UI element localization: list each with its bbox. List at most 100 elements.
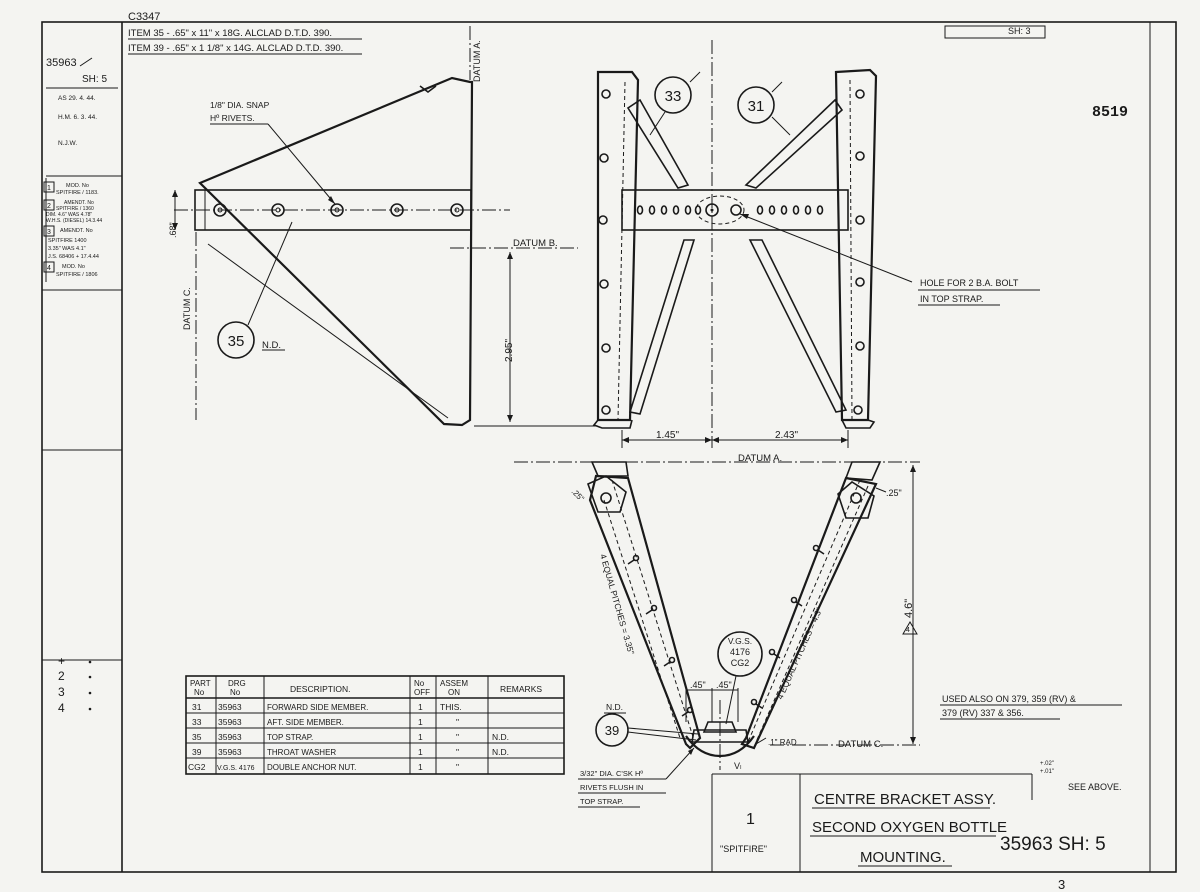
svg-text:N.D.: N.D.	[492, 732, 509, 742]
dim-1rad-label: .1" RAD	[768, 738, 797, 747]
hdr-assem-2: ON	[448, 688, 460, 697]
item-35-spec: ITEM 35 - .65" x 11" x 18G. ALCLAD D.T.D…	[128, 28, 332, 39]
svg-text:SPITFIRE / 1360: SPITFIRE / 1360	[56, 206, 94, 212]
corner-ref: C3347	[128, 11, 160, 23]
svg-text:DOUBLE ANCHOR NUT.: DOUBLE ANCHOR NUT.	[267, 763, 356, 772]
dim-46-label: 4.6"	[903, 599, 915, 618]
title-block: 1 "SPITFIRE" CENTRE BRACKET ASSY. SECOND…	[711, 773, 1106, 872]
amend-triangle	[902, 621, 918, 635]
signature-3: N.J.W.	[58, 140, 77, 147]
svg-text:39: 39	[605, 723, 619, 738]
amendment-3: 3 AMENDT. No SPITFIRE 1400 3.35" WAS 4.1…	[43, 225, 99, 260]
svg-text:4: 4	[906, 627, 910, 634]
table-row: 35 35963 TOP STRAP. 1 " N.D.	[192, 732, 509, 742]
svg-text:THIS.: THIS.	[440, 702, 462, 712]
svg-text:": "	[456, 762, 459, 772]
table-row: 39 35963 THROAT WASHER 1 " N.D.	[192, 747, 509, 757]
drawing-ref-number: 8519	[1092, 104, 1128, 121]
svg-text:1: 1	[418, 762, 423, 772]
datum-b-label: DATUM B.	[513, 238, 558, 249]
svg-text:1: 1	[418, 732, 423, 742]
balloon-31	[737, 86, 775, 124]
title-line-3: MOUNTING.	[860, 849, 946, 866]
hole-note-1: HOLE FOR 2 B.A. BOLT	[920, 278, 1019, 288]
title-line-2: SECOND OXYGEN BOTTLE	[812, 819, 1007, 836]
svg-text:3.35" WAS 4.1": 3.35" WAS 4.1"	[48, 246, 86, 252]
right-arm-tab	[844, 461, 882, 481]
svg-text:CG2: CG2	[188, 762, 206, 772]
svg-text:35963: 35963	[218, 702, 242, 712]
hdr-description: DESCRIPTION.	[290, 684, 350, 694]
svg-text:AMENDT. No: AMENDT. No	[64, 200, 94, 206]
margin-mark-4: 4	[58, 701, 65, 715]
svg-text:FORWARD SIDE MEMBER.: FORWARD SIDE MEMBER.	[267, 703, 368, 712]
strap-rivets	[636, 205, 824, 215]
margin-drawing-number: 35963	[46, 57, 77, 69]
svg-text:2: 2	[47, 203, 51, 210]
margin-mark-1: +	[58, 654, 65, 668]
datum-c-label: DATUM C.	[182, 287, 192, 330]
svg-text:SPITFIRE 1400: SPITFIRE 1400	[48, 238, 87, 244]
small-dim-2: +.01"	[1040, 769, 1054, 775]
svg-text:33: 33	[192, 717, 202, 727]
balloon-35	[217, 321, 255, 359]
item-39-spec: ITEM 39 - .65" x 1 1/8" x 14G. ALCLAD D.…	[128, 43, 343, 54]
rivet-note-2: RIVETS FLUSH IN	[580, 783, 643, 792]
svg-text:1: 1	[418, 747, 423, 757]
svg-text:33: 33	[665, 88, 682, 105]
vl-mark: Vₗ	[734, 761, 742, 771]
aft-lower-brace	[628, 239, 696, 415]
table-row: 31 35963 FORWARD SIDE MEMBER. 1 THIS.	[192, 702, 462, 712]
title-aircraft: "SPITFIRE"	[720, 844, 767, 854]
svg-text:35963: 35963	[218, 732, 242, 742]
bolt-hole	[705, 203, 719, 217]
right-side-member	[834, 68, 878, 422]
margin-mark-2: 2	[58, 669, 65, 683]
svg-text:MOD. No: MOD. No	[62, 264, 85, 270]
amendment-1: 1 MOD. No SPITFIRE / 1183.	[43, 181, 99, 196]
aft-side-member	[626, 98, 690, 189]
svg-text:MOD. No: MOD. No	[66, 183, 89, 189]
margin-mark-3: 3	[58, 685, 65, 699]
hdr-assem-1: ASSEM	[440, 679, 468, 688]
svg-text:": "	[456, 717, 459, 727]
revision-margin: 35963 SH: 5 AS 29. 4. 44. H.M. 6. 3. 44.…	[43, 57, 122, 715]
left-arm	[588, 474, 702, 750]
margin-sheet-label: SH: 5	[82, 74, 107, 85]
dim-145-label: 1.45"	[656, 430, 679, 441]
svg-text:35963: 35963	[218, 747, 242, 757]
top-strap-section	[621, 189, 849, 231]
hdr-remarks: REMARKS	[500, 684, 542, 694]
svg-text:SPITFIRE / 1806: SPITFIRE / 1806	[56, 272, 98, 278]
svg-text:": "	[456, 732, 459, 742]
svg-text:3: 3	[47, 229, 51, 236]
hdr-drg-2: No	[230, 688, 241, 697]
snap-rivet-label-1: 1/8" DIA. SNAP	[210, 100, 270, 110]
hdr-drg-1: DRG	[228, 679, 246, 688]
forward-lower-brace	[748, 239, 848, 413]
side-member-rivets	[598, 89, 865, 415]
datum-a-label: DATUM A.	[472, 40, 482, 82]
svg-text:39: 39	[192, 747, 202, 757]
sheet-border	[41, 21, 1177, 873]
dim-68-label: .68"	[168, 222, 178, 238]
balloon-33	[654, 76, 692, 114]
svg-text:CG2: CG2	[731, 658, 750, 668]
svg-text:35963: 35963	[218, 717, 242, 727]
svg-text:V.G.S. 4176: V.G.S. 4176	[217, 765, 255, 772]
dim-45b-label: .45"	[716, 680, 732, 690]
svg-text:TOP STRAP.: TOP STRAP.	[267, 733, 313, 742]
hdr-part-1: PART	[190, 679, 211, 688]
pitch-right-label: 4 EQUAL PITCHES = 4.3"	[775, 606, 825, 701]
right-notes: USED ALSO ON 379, 359 (RV) & 379 (RV) 33…	[940, 694, 1122, 792]
svg-text:1: 1	[418, 702, 423, 712]
amendment-2: 2 AMENDT. No SPITFIRE / 1360 DIM. 4.6" W…	[43, 199, 102, 224]
used-also-1: USED ALSO ON 379, 359 (RV) &	[942, 694, 1076, 704]
svg-text:THROAT WASHER: THROAT WASHER	[267, 748, 336, 757]
svg-text:SPITFIRE / 1183.: SPITFIRE / 1183.	[56, 190, 99, 196]
svg-text:V.G.S.: V.G.S.	[728, 636, 752, 646]
svg-text:35: 35	[228, 333, 245, 350]
datum-c-bottom-label: DATUM C.	[838, 739, 883, 750]
svg-text:AFT. SIDE MEMBER.: AFT. SIDE MEMBER.	[267, 718, 344, 727]
